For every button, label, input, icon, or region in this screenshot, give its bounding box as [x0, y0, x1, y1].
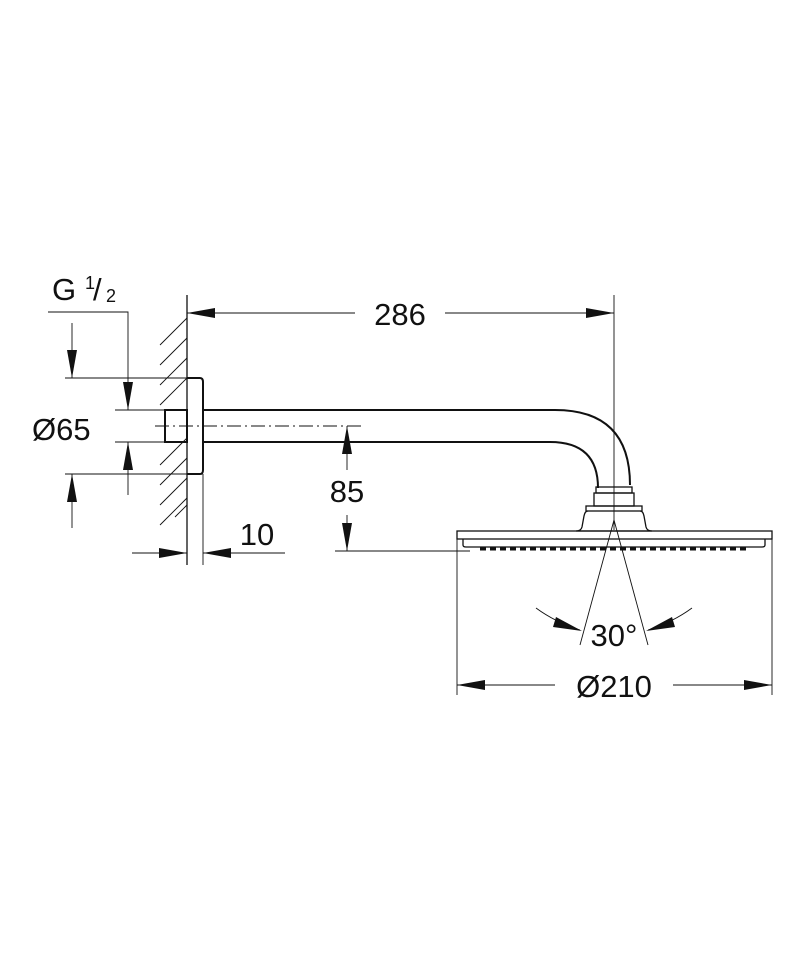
- thread-fraction-slash: /: [93, 272, 102, 307]
- thread-fraction-den: 2: [106, 286, 116, 306]
- spray-angle-label: 30°: [591, 618, 638, 653]
- dimension-thread: G 1 / 2: [48, 272, 165, 495]
- dimension-flange-depth: 10: [132, 474, 285, 565]
- dimension-head-drop: 85: [330, 426, 470, 552]
- arm-length-label: 286: [374, 297, 426, 332]
- flange-diameter-label: Ø65: [32, 412, 91, 447]
- head-diameter-label: Ø210: [576, 669, 652, 704]
- dimension-head-diameter: Ø210: [456, 539, 773, 704]
- dimension-flange-diameter: Ø65: [32, 323, 187, 528]
- dimension-arm-length: 286: [187, 297, 614, 332]
- thread-fraction-num: 1: [85, 273, 95, 293]
- shower-head: [456, 486, 773, 551]
- dimension-spray-angle: 30°: [535, 519, 693, 653]
- shower-arm: [155, 409, 631, 489]
- head-drop-label: 85: [330, 474, 364, 509]
- flange-depth-label: 10: [240, 517, 274, 552]
- thread-label: G: [52, 272, 76, 307]
